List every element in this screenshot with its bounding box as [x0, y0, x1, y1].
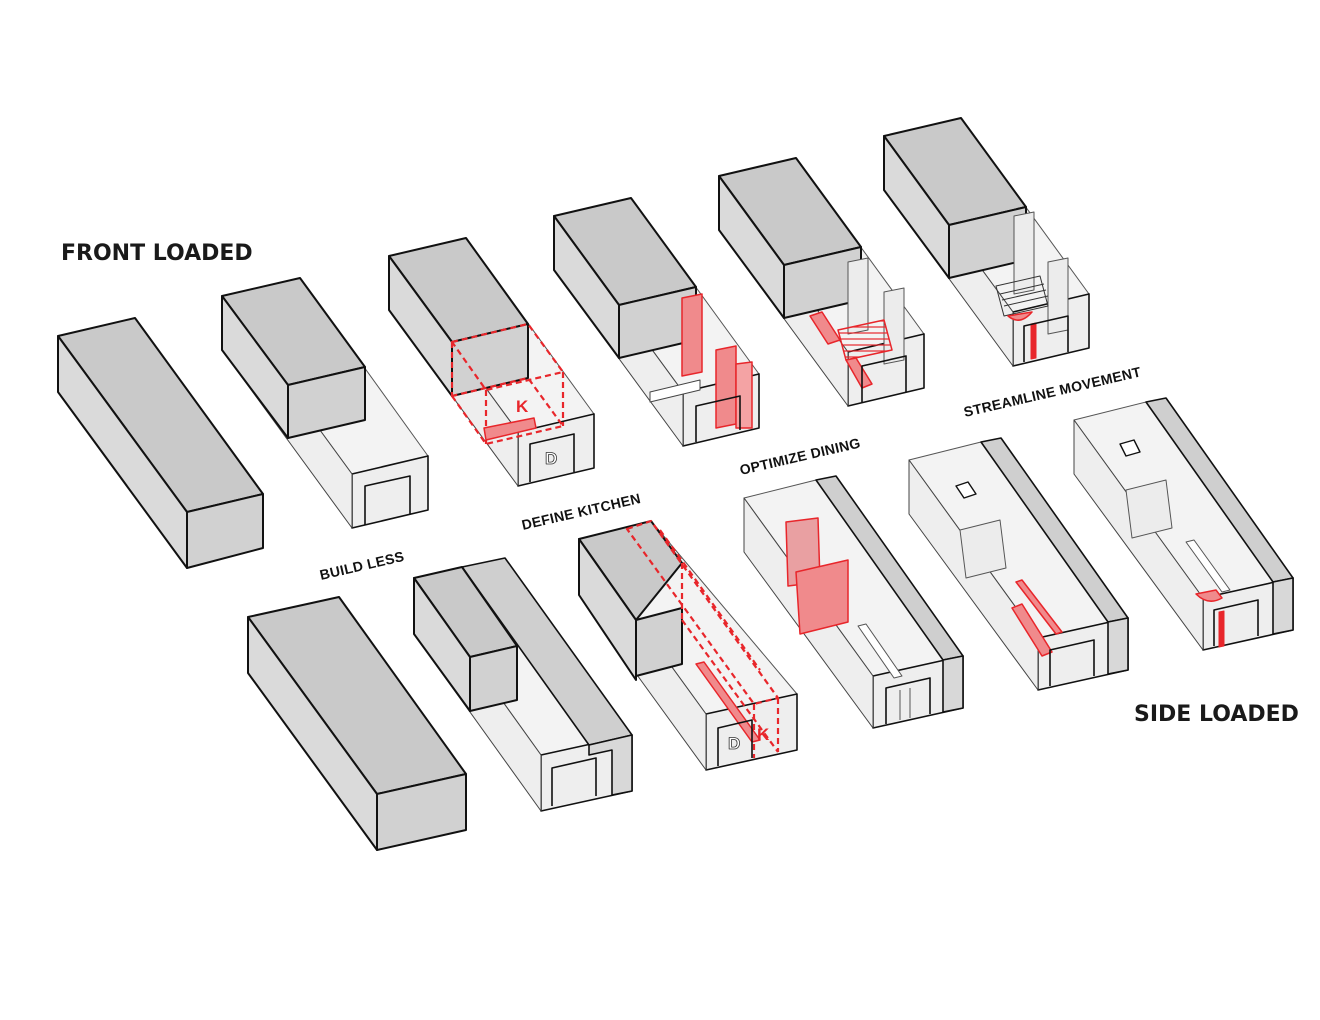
kitchen-marker-side: K [757, 725, 770, 744]
kitchen-marker: K [516, 397, 529, 416]
side-loaded-label: SIDE LOADED [1134, 702, 1299, 727]
side-build-less [413, 557, 633, 812]
front-optimize-dining [553, 197, 760, 447]
side-massing-solid [247, 596, 467, 851]
side-streamline-movement [1073, 397, 1294, 651]
front-build-less [221, 277, 429, 529]
side-optimize-dining [743, 475, 964, 729]
front-massing-solid [57, 317, 264, 569]
build-less-label: BUILD LESS [318, 548, 406, 583]
front-define-kitchen: K D [388, 237, 595, 487]
optimize-dining-label: OPTIMIZE DINING [738, 435, 862, 478]
dining-marker-side: D [728, 734, 740, 753]
define-kitchen-label: DEFINE KITCHEN [520, 490, 642, 533]
side-dining-detail [908, 437, 1129, 691]
front-loaded-label: FRONT LOADED [61, 241, 253, 266]
dining-marker: D [545, 449, 557, 468]
front-streamline-movement [883, 117, 1090, 367]
front-dining-detail [718, 157, 925, 407]
side-define-kitchen: D K [578, 519, 798, 771]
